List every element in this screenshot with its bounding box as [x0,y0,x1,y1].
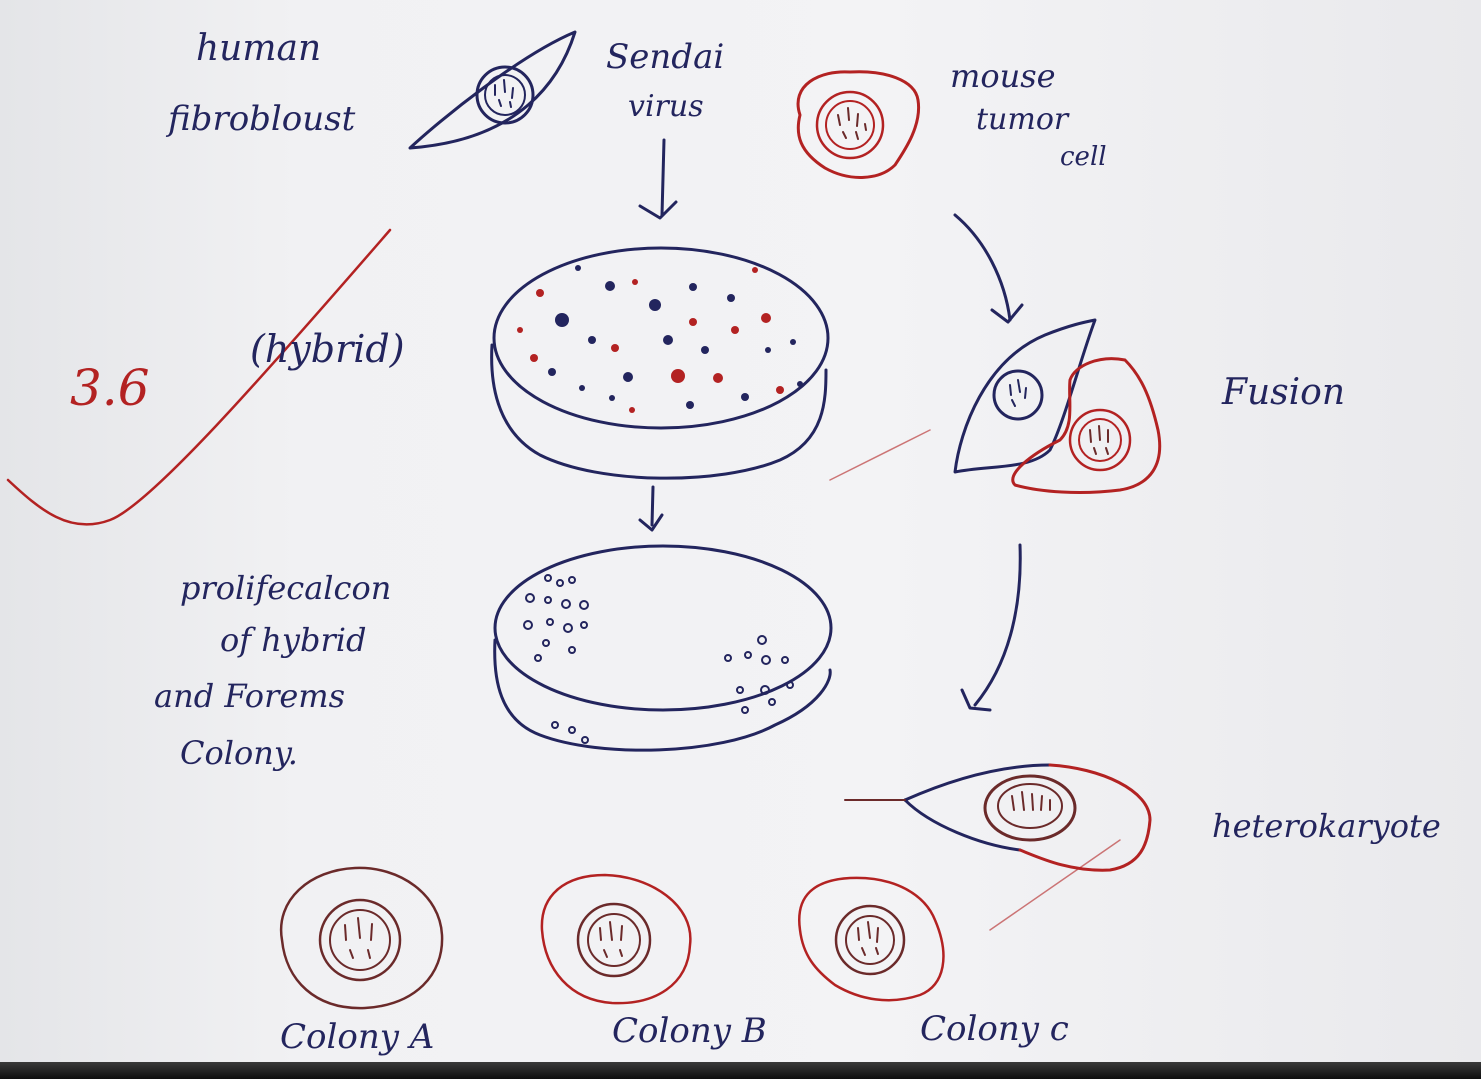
tumor-label: tumor [976,103,1068,138]
mouse-tumor-cell [798,72,919,178]
colony-c-cell [799,878,943,1000]
cell-label: cell [1060,143,1107,173]
human-label: human [196,28,321,69]
fibroblast-label: fibrobloust [168,100,355,139]
mouse-label-line3: cell [1060,143,1107,173]
hybrid-label: (hybrid) [250,328,405,372]
arrow-to-fusion [955,215,1022,322]
arrow-to-heterokaryote [962,545,1020,710]
heterokaryote-label: heterokaryote [1212,808,1441,845]
mouse-label: mouse [950,58,1056,95]
grade-mark: 3.6 [70,360,150,418]
heterokaryote-cell [845,765,1150,870]
sendai-arrow [640,140,676,218]
photo-bottom-edge [0,1062,1481,1079]
sendai-label-line1: Sendai [606,38,724,77]
colony-b-cell [542,875,690,1003]
proliferation-label-line1: prolifecalcon [180,570,391,607]
sendai-label-line2: virus [628,90,704,125]
fusion-label: Fusion [1222,372,1345,413]
sendai-label: Sendai [606,38,724,77]
colony-a-label: Colony A [280,1018,434,1057]
proliferation-label-line4: Colony. [180,735,298,772]
fusion-fibroblast [955,320,1095,472]
mouse-label-line2: tumor [976,103,1068,138]
virus-label: virus [628,90,704,125]
colony-c-label: Colony c [920,1010,1069,1049]
arrow-to-colony-dish [640,487,662,530]
human-fibroblast-cell [410,32,575,148]
mouse-label-line1: mouse [950,58,1056,95]
colony-a-cell [281,868,442,1008]
human-label-line2: fibrobloust [168,100,355,139]
colony-b-label: Colony B [612,1012,767,1051]
hybrid-dish [492,248,828,478]
human-label-line1: human [196,28,321,69]
grade-tick [8,230,390,524]
hybrid-dish-dots [517,265,803,413]
proliferation-label-line2: of hybrid [220,622,366,659]
colony-dish-clusters [524,575,793,743]
proliferation-label-line3: and Forems [154,678,345,715]
stray-marks [830,430,1120,930]
